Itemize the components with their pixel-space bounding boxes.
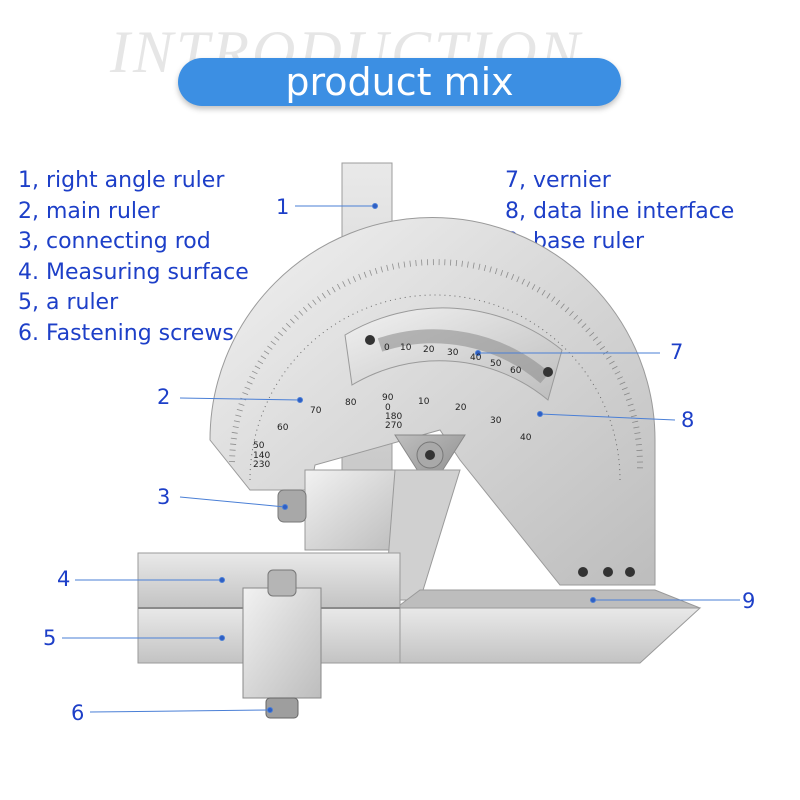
page-title: product mix: [285, 60, 514, 104]
scale-number: 230: [253, 460, 270, 470]
vernier-number: 20: [423, 345, 435, 355]
part-item: 6. Fastening screws: [18, 320, 234, 346]
part-item: 3, connecting rod: [18, 229, 211, 254]
screw-icon: [543, 367, 553, 377]
scale-ticks: [229, 259, 644, 471]
vernier-number: 50: [490, 359, 502, 369]
parts-list-left: 1, right angle ruler 2, main ruler 3, co…: [18, 166, 249, 349]
scale-number: 50: [253, 441, 265, 451]
part-item: 5, a ruler: [18, 290, 119, 315]
main-ruler-arc: [209, 217, 656, 586]
callout-3: 3: [157, 485, 171, 509]
scale-number: 40: [520, 433, 532, 443]
callout-6: 6: [71, 701, 85, 725]
scale-number: 270: [385, 421, 402, 431]
vernier-scale: [377, 329, 550, 384]
scale-number: 60: [277, 423, 289, 433]
vernier-number: 40: [470, 353, 482, 363]
scale-number: 70: [310, 406, 322, 416]
vernier-plate: [344, 307, 563, 401]
scale-number: 140: [253, 451, 270, 461]
callout-8: 8: [681, 408, 695, 432]
vernier-number: 60: [510, 366, 522, 376]
screw-icon: [625, 567, 635, 577]
scale-number: 80: [345, 398, 357, 408]
clamp-block: [242, 587, 322, 699]
clamp-top-knob: [267, 569, 297, 597]
leader-lines: [62, 203, 740, 713]
part-item: 7, vernier: [505, 168, 611, 193]
vernier-number: 10: [400, 343, 412, 353]
screw-icon: [603, 567, 613, 577]
scale-number: 10: [418, 397, 430, 407]
scale-number: 180: [385, 412, 402, 422]
callout-2: 2: [157, 385, 171, 409]
scale-number: 90: [382, 393, 394, 403]
part-item: 2, main ruler: [18, 198, 160, 224]
scale-number: 20: [455, 403, 467, 413]
part-item: 4. Measuring surface: [18, 259, 249, 285]
scale-numbers: 50 60 70 80 90 0 180 270 10 20 30 40 140…: [253, 343, 532, 470]
fastening-screw: [265, 697, 299, 719]
connecting-rod-block: [304, 469, 401, 551]
screw-icon: [425, 450, 435, 460]
part-item: 1, right angle ruler: [18, 168, 225, 193]
base-ruler: [399, 607, 702, 664]
callout-7: 7: [670, 340, 684, 364]
scale-number: 0: [385, 403, 391, 413]
callout-1: 1: [276, 195, 290, 219]
vernier-number: 30: [447, 348, 459, 358]
screw-icon: [578, 567, 588, 577]
screw-icon: [365, 335, 375, 345]
scale-number: 30: [490, 416, 502, 426]
callout-9: 9: [742, 589, 756, 613]
callout-4: 4: [57, 567, 71, 591]
base-ruler-edge: [399, 589, 701, 609]
callout-5: 5: [43, 626, 57, 650]
scale-ticks: [249, 294, 621, 481]
title-banner: product mix: [178, 58, 621, 106]
vernier-number: 0: [384, 343, 390, 353]
part-item: 8, data line interface: [505, 198, 735, 224]
